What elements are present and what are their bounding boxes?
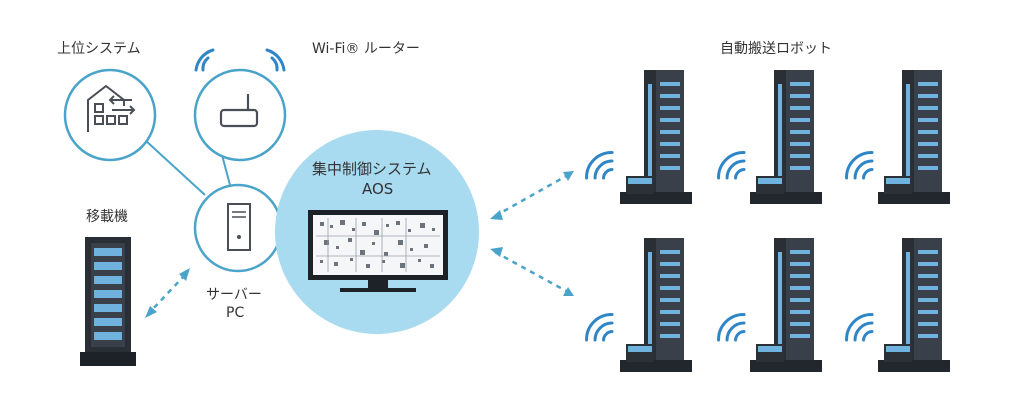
robot-unit [620, 238, 692, 372]
pc-label: PC [226, 305, 245, 321]
robot-unit [620, 70, 692, 204]
monitor-icon [308, 210, 448, 292]
autonomous-robot-icon [620, 70, 692, 204]
transfer-machine-label: 移載機 [86, 209, 128, 225]
autonomous-robot-icon [620, 238, 692, 372]
wifi-router-label: Wi-Fi® ルーター [312, 41, 420, 57]
connection-lines [144, 139, 231, 196]
router-icon [219, 94, 259, 128]
wifi-router-node [193, 48, 287, 162]
robot-wifi-icon [839, 307, 882, 350]
router-wave-right-icon [265, 48, 286, 72]
robot-wifi-icon [839, 145, 882, 188]
server-label: サーバー [206, 287, 262, 303]
autonomous-robot-icon [750, 238, 822, 372]
transfer-machine-icon [80, 237, 136, 366]
robot-wifi-icon [579, 307, 622, 350]
link-arrowheads [145, 171, 574, 318]
robot-unit [750, 70, 822, 204]
robot-unit [750, 238, 822, 372]
upper-system-node [63, 68, 157, 162]
robots-label: 自動搬送ロボット [720, 41, 832, 57]
robot-wifi-icon [579, 145, 622, 188]
router-wave-left-icon [194, 48, 215, 72]
wireless-links [149, 173, 569, 313]
aos-label: AOS [362, 180, 394, 198]
robot-unit [878, 238, 950, 372]
autonomous-robot-icon [878, 70, 950, 204]
warehouse-icon [87, 84, 136, 132]
robot-wifi-icon [711, 145, 754, 188]
control-system-label: 集中制御システム [312, 160, 432, 178]
server-tower-icon [227, 203, 251, 251]
upper-system-label: 上位システム [57, 41, 141, 57]
server-pc-node [193, 183, 283, 273]
robot-wifi-icon [711, 307, 754, 350]
autonomous-robot-icon [878, 238, 950, 372]
autonomous-robot-icon [750, 70, 822, 204]
robot-unit [878, 70, 950, 204]
aos-hub-node [275, 130, 479, 334]
